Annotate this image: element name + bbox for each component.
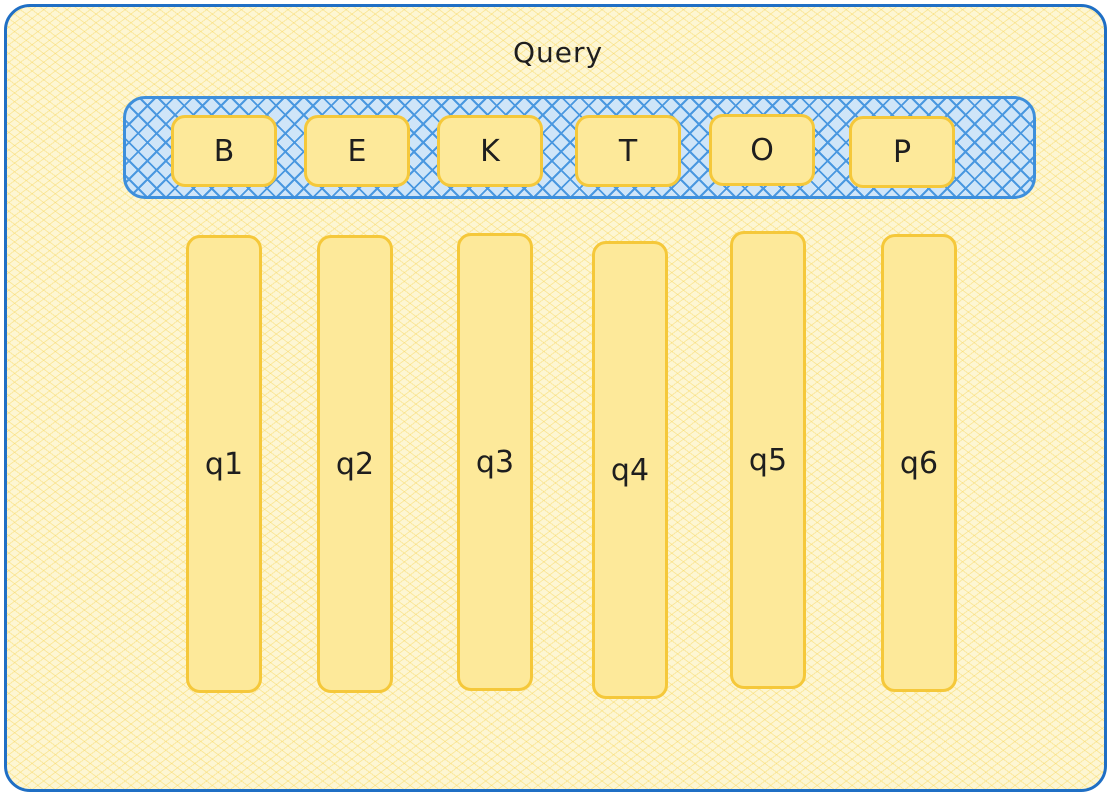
query-vector: q6 bbox=[881, 234, 957, 692]
query-vector: q3 bbox=[457, 233, 533, 691]
token-box: O bbox=[709, 114, 815, 186]
token-box: E bbox=[304, 115, 410, 187]
token-box: P bbox=[849, 116, 955, 188]
query-vector: q2 bbox=[317, 235, 393, 693]
token-box: B bbox=[171, 115, 277, 187]
query-vector: q4 bbox=[592, 241, 668, 699]
diagram-title: Query bbox=[512, 36, 604, 69]
query-vector: q1 bbox=[186, 235, 262, 693]
token-box: T bbox=[575, 115, 681, 187]
token-box: K bbox=[437, 115, 543, 187]
query-vector: q5 bbox=[730, 231, 806, 689]
